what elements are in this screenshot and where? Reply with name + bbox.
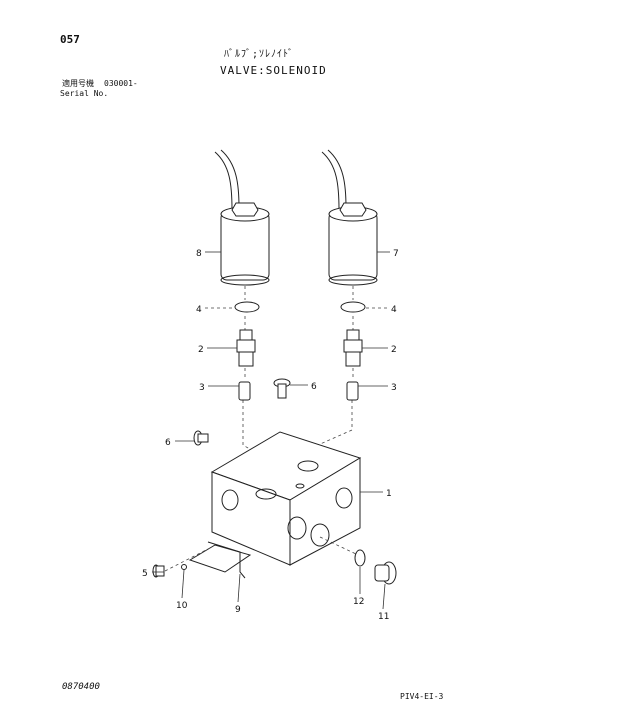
plunger-left — [238, 381, 251, 401]
valve-stem-left — [236, 329, 256, 367]
callout-6-top: 6 — [311, 382, 317, 392]
callout-2-right: 2 — [391, 345, 397, 355]
callout-11: 11 — [378, 612, 389, 622]
sheet-reference: PIV4-EI-3 — [400, 692, 444, 701]
callout-2-left: 2 — [198, 345, 204, 355]
page-number: 057 — [60, 33, 80, 46]
callout-8: 8 — [196, 249, 202, 259]
valve-body-block — [210, 431, 362, 566]
plug-11 — [374, 561, 397, 585]
bracket-plate — [188, 541, 252, 579]
serial-label-en: Serial No. — [60, 89, 109, 98]
callout-4-left: 4 — [196, 305, 202, 315]
page-title: VALVE:SOLENOID — [220, 64, 327, 77]
callout-12: 12 — [353, 597, 364, 607]
o-ring-12 — [354, 549, 366, 567]
callout-3-left: 3 — [199, 383, 205, 393]
callout-7: 7 — [393, 249, 399, 259]
serial-label-jp: 適用号機 — [62, 79, 94, 88]
solenoid-coil-right — [321, 149, 378, 286]
callout-4-right: 4 — [391, 305, 397, 315]
plug-left — [193, 430, 209, 446]
callout-3-right: 3 — [391, 383, 397, 393]
document-code: 0870400 — [62, 682, 100, 692]
callout-6-left: 6 — [165, 438, 171, 448]
title-japanese: ﾊﾞﾙﾌﾞ;ｿﾚﾉｲﾄﾞ — [224, 49, 295, 60]
callout-10: 10 — [176, 601, 188, 611]
callout-1: 1 — [386, 489, 392, 499]
orifice-10 — [181, 564, 187, 570]
solenoid-coil-left — [214, 149, 270, 286]
plug-top — [273, 378, 291, 399]
callout-9: 9 — [235, 605, 241, 615]
o-ring-left — [234, 301, 260, 313]
plunger-right — [346, 381, 359, 401]
valve-stem-right — [343, 329, 363, 367]
callout-5: 5 — [142, 569, 148, 579]
o-ring-right — [340, 301, 366, 313]
plug-5 — [152, 547, 211, 578]
serial-value: 030001- — [104, 79, 138, 88]
